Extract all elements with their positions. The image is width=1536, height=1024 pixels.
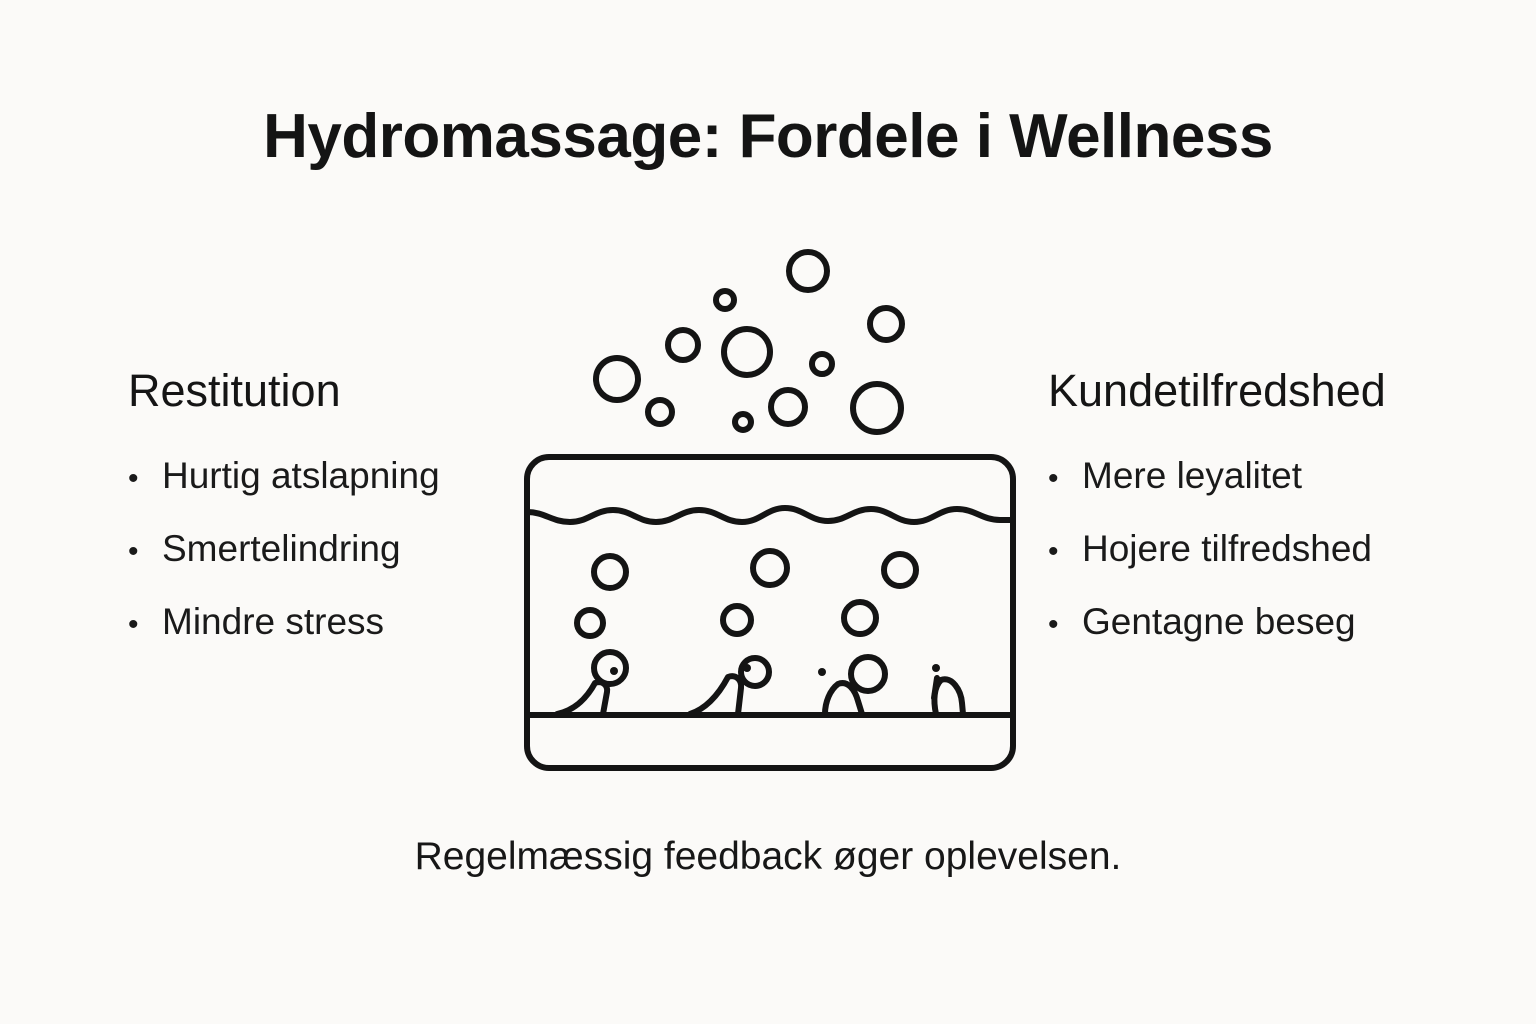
rising-bubbles-group — [593, 249, 905, 435]
bubble-icon — [750, 548, 790, 588]
jet-nozzle-1 — [554, 667, 618, 717]
bubble-icon — [591, 553, 629, 591]
bubble-icon — [768, 387, 808, 427]
tub-svg — [524, 249, 1016, 771]
hydromassage-tub-illustration — [500, 240, 1040, 790]
list-item-label: Mindre stress — [162, 601, 385, 642]
bubble-icon — [713, 288, 737, 312]
list-item-label: Gentagne beseg — [1082, 601, 1356, 642]
slide-caption: Regelmæssig feedback øger oplevelsen. — [414, 835, 1122, 878]
bubble-icon — [720, 603, 754, 637]
bullet-dot-icon: • — [128, 608, 139, 641]
list-item: • Hurtig atslapning — [128, 457, 528, 494]
jet-nozzles-group — [554, 664, 966, 717]
submerged-bubbles-group — [574, 548, 919, 694]
list-item: • Gentagne beseg — [1048, 603, 1468, 640]
right-bullet-list: • Mere leyalitet • Hojere tilfredshed • … — [1048, 457, 1468, 640]
bullet-dot-icon: • — [1048, 462, 1059, 495]
left-column-heading: Restitution — [128, 365, 341, 416]
bubble-icon — [665, 327, 701, 363]
list-item: • Smertelindring — [128, 530, 528, 567]
bullet-dot-icon: • — [128, 462, 139, 495]
jet-nozzle-4 — [931, 664, 966, 717]
bubble-icon — [867, 305, 905, 343]
bubble-icon — [732, 411, 754, 433]
right-column-heading: Kundetilfredshed — [1048, 365, 1386, 416]
bullet-dot-icon: • — [1048, 608, 1059, 641]
bubble-icon — [786, 249, 830, 293]
bubble-icon — [591, 649, 629, 687]
bubble-icon — [645, 397, 675, 427]
bubble-icon — [850, 381, 904, 435]
bubble-icon — [738, 655, 772, 689]
page-title: Hydromassage: Fordele i Wellness — [263, 102, 1273, 171]
bubble-icon — [809, 351, 835, 377]
list-item-label: Hojere tilfredshed — [1082, 528, 1372, 569]
jet-nozzle-3 — [818, 668, 865, 717]
list-item-label: Smertelindring — [162, 528, 401, 569]
list-item-label: Mere leyalitet — [1082, 455, 1303, 496]
list-item: • Mere leyalitet — [1048, 457, 1468, 494]
bubble-icon — [881, 551, 919, 589]
bubble-icon — [841, 599, 879, 637]
left-benefit-column: Restitution • Hurtig atslapning • Smerte… — [128, 368, 528, 676]
bubble-icon — [593, 355, 641, 403]
jet-nozzle-2 — [687, 664, 751, 717]
bubble-icon — [721, 326, 773, 378]
water-surface-wave — [524, 505, 1016, 525]
left-bullet-list: • Hurtig atslapning • Smertelindring • M… — [128, 457, 528, 640]
list-item-label: Hurtig atslapning — [162, 455, 440, 496]
bullet-dot-icon: • — [1048, 535, 1059, 568]
bubble-icon — [848, 654, 888, 694]
tub-outline — [524, 454, 1016, 771]
list-item: • Hojere tilfredshed — [1048, 530, 1468, 567]
bullet-dot-icon: • — [128, 535, 139, 568]
bubble-icon — [574, 607, 606, 639]
list-item: • Mindre stress — [128, 603, 528, 640]
right-benefit-column: Kundetilfredshed • Mere leyalitet • Hoje… — [1048, 368, 1468, 676]
